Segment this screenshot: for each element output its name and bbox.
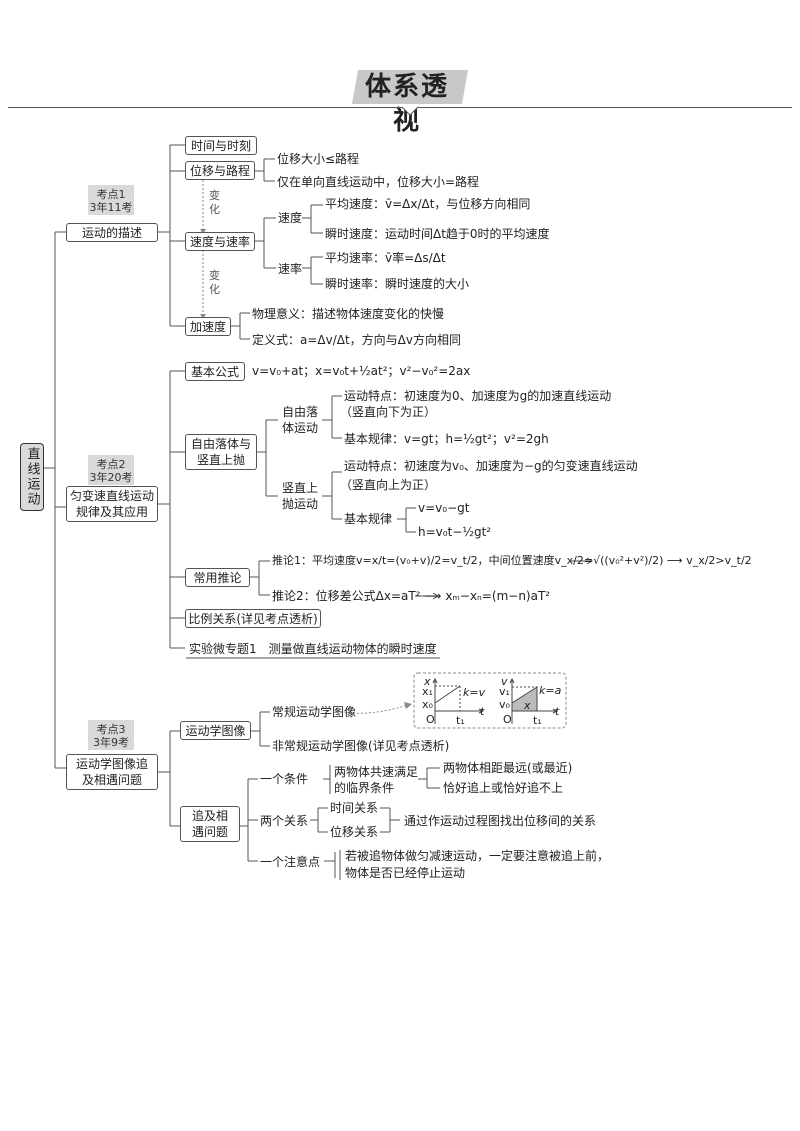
inference-2: 推论2：位移差公式Δx=aT² ⟶ xₘ−xₙ=(m−n)aT² [272,589,551,603]
upthrow-feature: 运动特点：初速度为v₀、加速度为−g的匀变速直线运动 [344,459,638,473]
xt-origin: O [426,713,435,726]
kaodian-3: 考点3 3年9考 [88,720,134,750]
node-common-inference[interactable]: 常用推论 [185,568,250,587]
accel-meaning: 物理意义：描述物体速度变化的快慢 [252,307,445,321]
vt-y0-label: v₀ [499,698,510,711]
upthrow-law-label: 基本规律 [344,512,393,526]
avg-rate: 平均速率：v̄率=Δs/Δt [325,251,446,265]
xt-y0-label: x₀ [422,698,433,711]
topic-motion-description[interactable]: 运动的描述 [66,223,158,242]
rate-label: 速率 [278,262,303,276]
experiment-topic[interactable]: 实验微专题1 测量做直线运动物体的瞬时速度 [189,642,437,656]
displacement-relation: 位移关系 [330,825,379,839]
vt-y1-label: v₁ [499,685,510,698]
node-freefall-upthrow[interactable]: 自由落体与竖直上抛 [185,434,257,470]
node-time[interactable]: 时间与时刻 [185,136,257,155]
basic-formula-text: v=v₀+at；x=v₀t+½at²；v²−v₀²=2ax [252,364,471,378]
xt-t1-label: t₁ [456,714,465,727]
kaodian-2-count: 3年20考 [89,471,133,484]
speed-label: 速度 [278,211,303,225]
note-desc-1: 若被追物体做匀减速运动，一定要注意被追上前， [345,849,610,863]
topic-uniform-acceleration[interactable]: 匀变速直线运动规律及其应用 [66,486,158,522]
vt-origin: O [503,713,512,726]
kaodian-2-title: 考点2 [96,458,126,471]
kaodian-1: 考点1 3年11考 [88,185,134,215]
inst-velocity: 瞬时速度：运动时间Δt趋于0时的平均速度 [325,227,550,241]
inference-1: 推论1：平均速度v=x/t=(v₀+v)/2=v_t/2，中间位置速度v_x/2… [272,554,752,567]
root-label: 直线运动 [24,447,40,507]
node-displacement[interactable]: 位移与路程 [185,161,255,180]
xt-y1-label: x₁ [422,685,433,698]
normal-graph: 常规运动学图像 [272,705,357,719]
time-relation: 时间关系 [330,801,379,815]
disp-note-1: 位移大小≤路程 [277,152,360,166]
upthrow-label: 竖直上抛运动 [281,481,318,511]
vt-y-axis-label: v [501,675,508,688]
upthrow-direction: （竖直向上为正） [340,478,437,492]
accel-definition: 定义式：a=Δv/Δt，方向与Δv方向相同 [252,333,461,347]
xt-slope-label: k=v [463,686,486,699]
inst-rate: 瞬时速率：瞬时速度的大小 [325,277,470,291]
vt-x-axis-label: t [555,705,560,718]
kaodian-2: 考点2 3年20考 [88,455,134,485]
condition-a: 两物体相距最远(或最近) [443,761,573,775]
header-notch-icon [401,106,419,116]
header-rule [8,107,792,108]
root-node: 直线运动 [20,443,44,511]
upthrow-law-2: h=v₀t−½gt² [418,525,492,539]
freefall-law: 基本规律：v=gt；h=½gt²；v²=2gh [344,432,549,446]
node-basic-formula[interactable]: 基本公式 [185,362,245,381]
node-velocity[interactable]: 速度与速率 [185,232,255,251]
vt-slope-label: k=a [539,684,562,697]
node-kinematic-graph[interactable]: 运动学图像 [180,721,251,740]
note-desc-2: 物体是否已经停止运动 [345,866,466,880]
xt-x-axis-label: t [480,705,485,718]
node-acceleration[interactable]: 加速度 [185,317,231,336]
kaodian-3-count: 3年9考 [93,736,129,749]
disp-note-2: 仅在单向直线运动中，位移大小=路程 [277,175,480,189]
upthrow-law-1: v=v₀−gt [418,501,470,515]
one-note: 一个注意点 [260,855,321,869]
freefall-label: 自由落体运动 [281,405,318,435]
relation-desc: 通过作运动过程图找出位移间的关系 [404,814,597,828]
kaodian-1-count: 3年11考 [89,201,133,214]
condition-desc: 两物体共速满足的临界条件 [334,765,419,795]
kaodian-1-title: 考点1 [96,188,126,201]
node-chase-meet[interactable]: 追及相遇问题 [180,806,240,842]
abnormal-graph: 非常规运动学图像(详见考点透析) [272,739,450,753]
vt-t1-label: t₁ [533,714,542,727]
node-ratio[interactable]: 比例关系(详见考点透析) [185,609,321,628]
one-condition: 一个条件 [260,772,309,786]
avg-velocity: 平均速度：v̄=Δx/Δt，与位移方向相同 [325,197,531,211]
topic-graph-chase[interactable]: 运动学图像追及相遇问题 [66,754,158,790]
freefall-feature: 运动特点：初速度为0、加速度为g的加速直线运动 [344,389,612,403]
two-relations: 两个关系 [260,814,309,828]
freefall-direction: （竖直向下为正） [340,405,437,419]
change-label-2: 变 化 [209,269,220,296]
xt-y-axis-label: x [424,675,431,688]
change-label-1: 变 化 [209,189,220,216]
vt-area-label: x [524,699,531,712]
kaodian-3-title: 考点3 [96,723,126,736]
condition-b: 恰好追上或恰好追不上 [443,781,564,795]
